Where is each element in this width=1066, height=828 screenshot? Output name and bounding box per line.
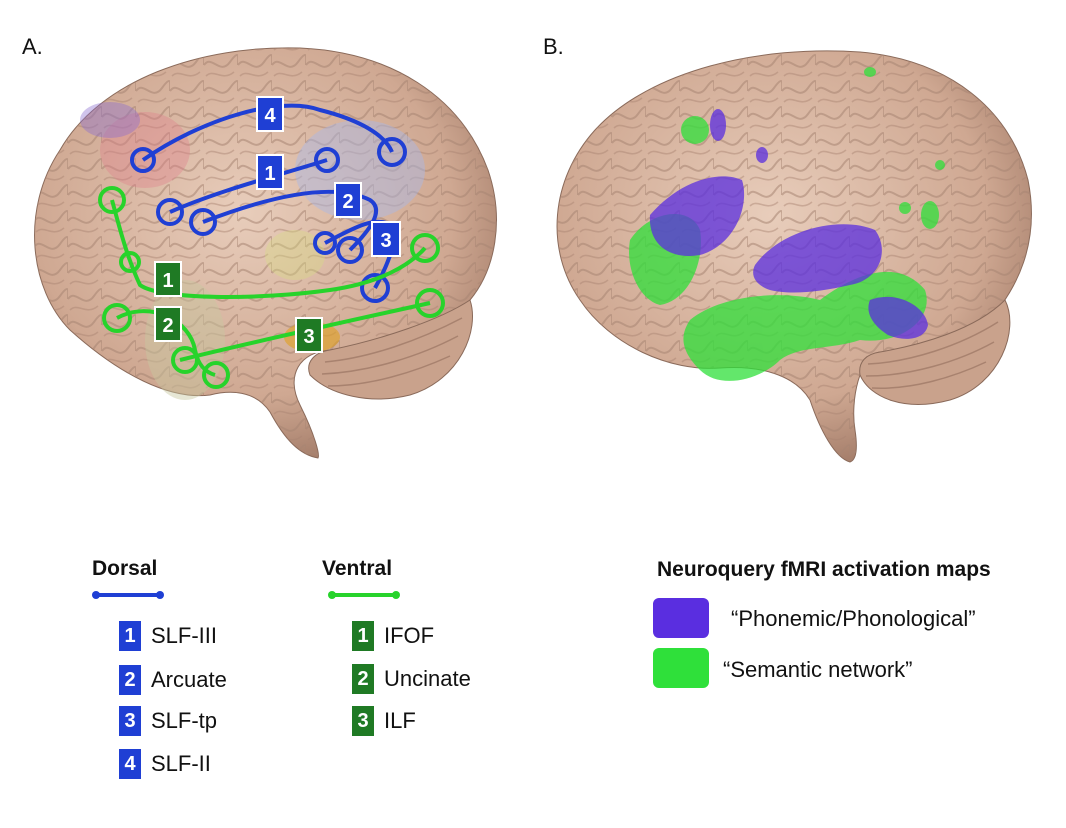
brain-b [556, 50, 1032, 463]
dorsal-endpoint [360, 273, 390, 303]
dorsal-heading: Dorsal [92, 557, 158, 580]
ventral-endpoint [415, 288, 445, 318]
svg-text:1: 1 [162, 270, 173, 292]
cerebellum-a-folia [321, 317, 463, 387]
region-overlay-parietal [295, 120, 425, 220]
dorsal-legend-item: 3 SLF-tp [119, 706, 217, 736]
ventral-tract-3 [179, 301, 431, 362]
cerebellum-b [859, 299, 1011, 405]
region-overlay-purple [80, 102, 140, 138]
dorsal-badge-3: 3 [371, 221, 401, 257]
svg-text:2: 2 [342, 191, 353, 213]
region-overlay-yellow [265, 230, 325, 280]
svg-text:2: 2 [162, 315, 173, 337]
activation-maps-heading: Neuroquery fMRI activation maps [657, 558, 991, 581]
ventral-endpoint [410, 233, 440, 263]
ventral-legend-label: IFOF [384, 623, 435, 648]
ventral-heading: Ventral [322, 557, 393, 580]
ventral-endpoint [202, 361, 230, 389]
dorsal-endpoint [130, 147, 156, 173]
dorsal-endpoint [377, 137, 407, 167]
semantic-label: “Semantic network” [723, 657, 913, 682]
svg-text:3: 3 [380, 230, 391, 252]
ventral-endpoints [98, 186, 445, 389]
ventral-endpoint [98, 186, 126, 214]
dorsal-tract-4 [141, 103, 394, 162]
panel-b-label: B. [543, 34, 564, 59]
dorsal-legend-number: 2 [119, 665, 141, 695]
dorsal-badge-1: 1 [256, 154, 284, 190]
ventral-legend-item: 3 ILF [352, 706, 416, 736]
ventral-legend-number: 1 [352, 621, 374, 651]
svg-text:1: 1 [264, 163, 275, 185]
semantic-swatch [653, 648, 709, 688]
phonemic-swatch [653, 598, 709, 638]
cerebellum-a [308, 299, 473, 400]
dorsal-endpoint [314, 147, 340, 173]
dorsal-legend-label: SLF-II [151, 751, 211, 776]
dorsal-endpoints [130, 137, 407, 303]
cerebellum-b-folia [865, 321, 999, 389]
dorsal-endpoint [156, 198, 184, 226]
dorsal-tract-1 [169, 158, 328, 214]
svg-text:3: 3 [303, 326, 314, 348]
ventral-endpoint [119, 251, 141, 273]
dorsal-legend-item: 2 Arcuate [119, 665, 227, 695]
dorsal-legend-number: 1 [119, 621, 141, 651]
dorsal-badge-2: 2 [334, 182, 362, 218]
ventral-line-sample [328, 591, 400, 599]
dorsal-legend-label: SLF-III [151, 623, 218, 648]
ventral-legend-label: Uncinate [384, 666, 471, 691]
panel-a-label: A. [22, 34, 43, 59]
ventral-legend-number: 3 [352, 706, 374, 736]
ventral-badge-1: 1 [154, 261, 182, 297]
dorsal-endpoint [189, 208, 217, 236]
ventral-badge-2: 2 [154, 306, 182, 342]
ventral-legend-number: 2 [352, 664, 374, 694]
brain-figure: 4 1 2 3 1 2 3 [34, 47, 1032, 463]
ventral-legend-item: 2 Uncinate [352, 664, 471, 694]
svg-text:4: 4 [264, 105, 276, 127]
dorsal-line-sample [92, 591, 164, 599]
semantic-activation [629, 67, 945, 381]
dorsal-endpoint [336, 236, 364, 264]
ventral-legend-item: 1 IFOF [352, 621, 434, 651]
dorsal-legend-number: 4 [119, 749, 141, 779]
ventral-endpoint [102, 303, 132, 333]
dorsal-legend-label: SLF-tp [151, 708, 218, 733]
dorsal-legend-number: 3 [119, 706, 141, 736]
ventral-endpoint [171, 346, 199, 374]
brain-a: 4 1 2 3 1 2 3 [34, 47, 497, 459]
dorsal-badge-4: 4 [256, 96, 284, 132]
dorsal-endpoint [313, 231, 337, 255]
ventral-badge-3: 3 [295, 317, 323, 353]
dorsal-legend-item: 1 SLF-III [119, 621, 217, 651]
phonemic-activation [649, 109, 928, 339]
dorsal-legend-label: Arcuate [151, 667, 227, 692]
dorsal-legend-item: 4 SLF-II [119, 749, 211, 779]
ventral-legend-label: ILF [384, 708, 416, 733]
phonemic-label: “Phonemic/Phonological” [731, 606, 976, 631]
